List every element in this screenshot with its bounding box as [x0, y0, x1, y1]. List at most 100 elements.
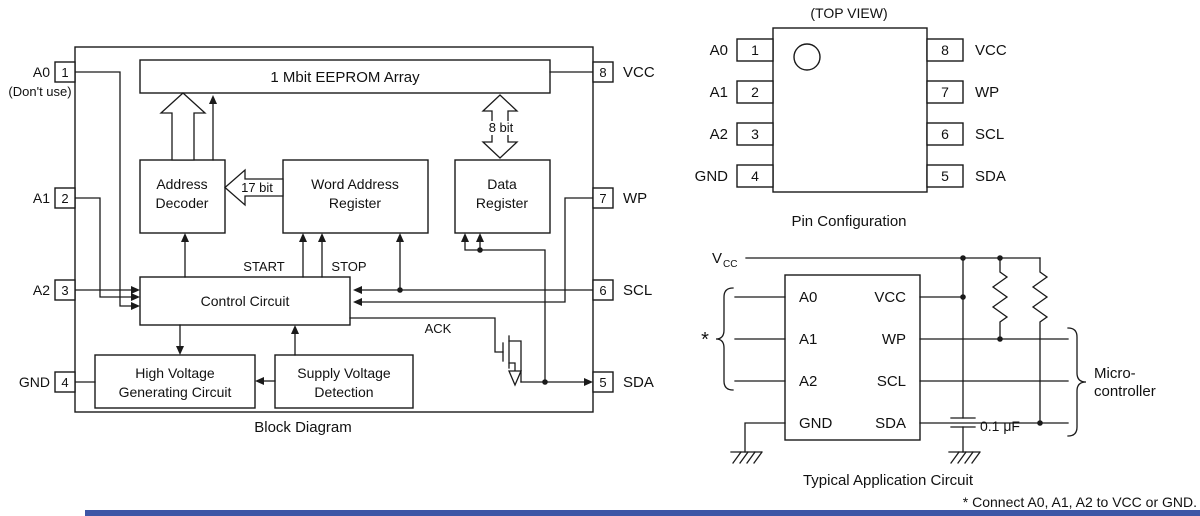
block-diagram-junction-dots	[397, 247, 548, 385]
app-ic-sda-label: SDA	[875, 415, 906, 432]
pkg-pin-6-number: 6	[941, 126, 949, 142]
pullup-resistor-sda	[1031, 257, 1049, 424]
application-circuit-junction-dots	[960, 255, 1043, 426]
pkg-pin-6-box	[926, 122, 964, 146]
bottom-divider-bar	[85, 510, 1200, 516]
pkg-pin-5-box	[926, 164, 964, 188]
high-voltage-box	[94, 354, 256, 409]
address-pins-brace	[715, 287, 734, 391]
pkg-wp-label: WP	[975, 84, 999, 101]
pkg-vcc-label: VCC	[975, 42, 1007, 59]
pin1-indicator-circle	[793, 43, 821, 71]
pkg-pin-2-number: 2	[751, 84, 759, 100]
word-address-register-box	[282, 159, 429, 234]
pin-configuration-caption: Pin Configuration	[791, 213, 906, 230]
microcontroller-label-2: controller	[1094, 383, 1156, 400]
asterisk-marker: *	[701, 329, 709, 351]
pkg-pin-7-number: 7	[941, 84, 949, 100]
application-circuit-caption: Typical Application Circuit	[803, 472, 974, 489]
pin-configuration: (TOP VIEW) 1 2 3 4 8 7 6 5 A0 A1 A2 GND …	[695, 5, 1007, 230]
app-ic-body	[784, 274, 921, 441]
pkg-a1-label: A1	[710, 84, 728, 101]
pkg-pin-1-number: 1	[751, 42, 759, 58]
pkg-pin-7-box	[926, 80, 964, 104]
word-address-register-label-1: Word Address	[311, 176, 399, 192]
eeprom-array-box	[139, 59, 551, 94]
block-diagram-arrowheads	[131, 95, 593, 386]
pkg-pin-3-number: 3	[751, 126, 759, 142]
pkg-pin-2-box	[736, 80, 774, 104]
pin-5-box	[592, 371, 614, 393]
bus-8bit-label: 8 bit	[489, 120, 514, 135]
microcontroller-brace	[1067, 327, 1087, 437]
app-ic-a2-label: A2	[799, 373, 817, 390]
pin-7-box	[592, 187, 614, 209]
pin-gnd-label: GND	[19, 374, 50, 390]
pin-a0-note: (Don't use)	[8, 84, 71, 99]
pkg-pin-1-box	[736, 38, 774, 62]
data-register-box	[454, 159, 551, 234]
pullup-resistor-wp	[991, 257, 1009, 340]
pkg-pin-5-number: 5	[941, 168, 949, 184]
pkg-a0-label: A0	[710, 42, 728, 59]
pin-2-box	[54, 187, 76, 209]
top-view-label: (TOP VIEW)	[810, 5, 887, 21]
pin-6-number: 6	[599, 283, 606, 298]
pkg-pin-4-number: 4	[751, 168, 759, 184]
capacitor-symbol	[950, 417, 976, 428]
pkg-scl-label: SCL	[975, 126, 1004, 143]
app-ic-scl-label: SCL	[877, 373, 906, 390]
vcc-rail-label: V	[712, 250, 722, 267]
pkg-a2-label: A2	[710, 126, 728, 143]
pin-3-box	[54, 279, 76, 301]
pin-5-number: 5	[599, 375, 606, 390]
pkg-pin-8-box	[926, 38, 964, 62]
data-register-label-1: Data	[487, 176, 517, 192]
control-circuit-label: Control Circuit	[201, 293, 290, 309]
pin-6-box	[592, 279, 614, 301]
pin-8-box	[592, 61, 614, 83]
app-ic-a0-label: A0	[799, 289, 817, 306]
control-circuit-box	[139, 276, 351, 326]
address-bus-arrow	[159, 92, 207, 161]
open-drain-gnd-triangle	[508, 370, 522, 387]
address-decoder-label-2: Decoder	[156, 195, 209, 211]
pin-a1-label: A1	[33, 190, 50, 206]
bus-17bit-halo	[239, 181, 275, 195]
high-voltage-label-2: Generating Circuit	[119, 384, 232, 400]
pkg-pin-8-number: 8	[941, 42, 949, 58]
data-register-label-2: Register	[476, 195, 528, 211]
capacitor-label: 0.1 μF	[980, 418, 1020, 434]
bus-8bit-halo	[486, 121, 516, 135]
app-ic-vcc-label: VCC	[874, 289, 906, 306]
pkg-pin-4-box	[736, 164, 774, 188]
pin-a0-label: A0	[33, 64, 50, 80]
ack-label: ACK	[425, 321, 452, 336]
application-circuit: V CC 0.1 μF	[701, 250, 1197, 510]
supply-voltage-label-2: Detection	[314, 384, 373, 400]
pin-sda-label: SDA	[623, 374, 654, 391]
app-ic-wp-label: WP	[882, 331, 906, 348]
pin-2-number: 2	[61, 191, 68, 206]
app-ic-gnd-label: GND	[799, 415, 833, 432]
supply-voltage-box	[274, 354, 414, 409]
pin-a2-label: A2	[33, 282, 50, 298]
pin-7-number: 7	[599, 191, 606, 206]
start-label: START	[243, 259, 284, 274]
application-circuit-wires	[734, 257, 1069, 453]
app-ic-a1-label: A1	[799, 331, 817, 348]
pkg-gnd-label: GND	[695, 168, 729, 185]
pin-3-number: 3	[61, 283, 68, 298]
microcontroller-label-1: Micro-	[1094, 365, 1136, 382]
bus-17bit-label: 17 bit	[241, 180, 273, 195]
block-diagram: 1 2 3 4 8 7 6 5 A0 (Don't use) A1 A2 GND…	[8, 46, 655, 436]
eeprom-array-label: 1 Mbit EEPROM Array	[270, 69, 420, 86]
supply-voltage-label-1: Supply Voltage	[297, 365, 391, 381]
vcc-rail-label-sub: CC	[723, 259, 737, 270]
high-voltage-label-1: High Voltage	[135, 365, 215, 381]
pin-scl-label: SCL	[623, 282, 652, 299]
pin-8-number: 8	[599, 65, 606, 80]
pin-vcc-label: VCC	[623, 64, 655, 81]
